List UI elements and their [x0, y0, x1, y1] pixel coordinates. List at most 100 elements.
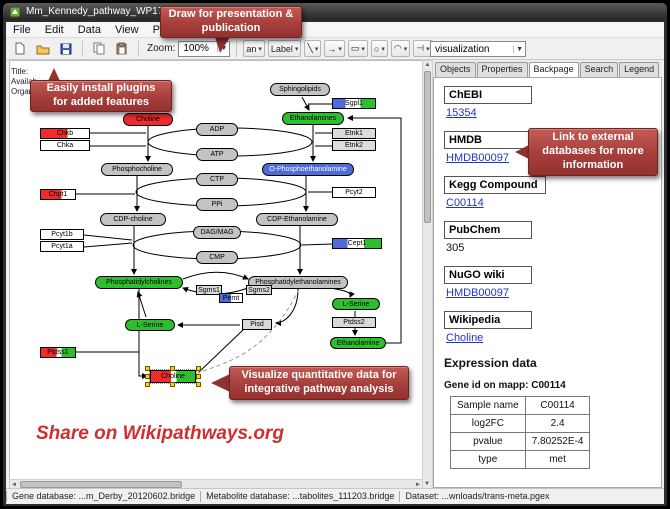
- tab-search[interactable]: Search: [579, 62, 619, 77]
- open-button[interactable]: [33, 39, 53, 58]
- selection-handle[interactable]: [196, 366, 201, 371]
- pathway-node-ptdss1[interactable]: Ptdss1: [40, 347, 76, 358]
- pathway-node-pcyt1b[interactable]: Pcyt1b: [40, 229, 84, 240]
- pathway-node-cdp-ethanolamine[interactable]: CDP-Ethanolamine: [256, 213, 338, 226]
- share-on-wikipathways-text: Share on Wikipathways.org: [36, 423, 284, 444]
- selection-handle[interactable]: [196, 373, 201, 379]
- pathway-title-label: Title:: [11, 67, 29, 76]
- chevron-down-icon: ▼: [513, 45, 523, 53]
- status-bar: Gene database: ...m_Derby_20120602.bridg…: [6, 488, 664, 504]
- pathway-node-pcyt2[interactable]: Pcyt2: [332, 187, 376, 198]
- arrow-tool[interactable]: →▾: [324, 40, 345, 57]
- expression-data-title: Expression data: [444, 356, 537, 370]
- pathway-node-ppi[interactable]: PPi: [196, 198, 238, 211]
- pathway-node-sgms1[interactable]: Sgms1: [196, 285, 222, 295]
- pathway-node-phosphatidylethanolamines[interactable]: Phosphatidylethanolamines: [248, 276, 348, 289]
- pathway-node-dag-mag[interactable]: DAG/MAG: [193, 226, 241, 239]
- database-header-wikipedia: Wikipedia: [444, 311, 532, 329]
- pathway-node-pisd[interactable]: Pisd: [242, 319, 272, 330]
- scroll-up-icon[interactable]: ▲: [424, 62, 431, 68]
- pathway-node-o-phosphoethanolamine[interactable]: O-Phosphoethanolamine: [262, 163, 354, 176]
- selection-handle[interactable]: [196, 382, 201, 387]
- label-tool[interactable]: Label▾: [267, 40, 302, 57]
- database-header-hmdb: HMDB: [444, 131, 532, 149]
- selection-handle[interactable]: [145, 373, 150, 379]
- selection-handle[interactable]: [145, 382, 150, 387]
- database-link[interactable]: 15354: [446, 107, 477, 119]
- pathway-node-chka[interactable]: Chka: [40, 140, 90, 151]
- pathway-node-ctp[interactable]: CTP: [196, 173, 238, 186]
- tab-backpage[interactable]: Backpage: [528, 62, 579, 77]
- visualization-value: visualization: [435, 43, 490, 55]
- inhibition-tool[interactable]: ⊣▾: [413, 40, 433, 57]
- ellipse-tool[interactable]: ○▾: [370, 40, 388, 57]
- chevron-down-icon: ▾: [314, 45, 319, 53]
- scrollbar-thumb[interactable]: [424, 71, 431, 223]
- pathway-node-etnk1[interactable]: Etnk1: [332, 128, 376, 139]
- tab-legend[interactable]: Legend: [619, 62, 660, 77]
- tab-objects[interactable]: Objects: [435, 62, 476, 77]
- chevron-down-icon: ▾: [403, 45, 408, 53]
- rectangle-tool[interactable]: ▭▾: [347, 40, 368, 57]
- callout-visualize: Visualize quantitative data for integrat…: [229, 366, 409, 400]
- pathway-node-choline[interactable]: Choline: [123, 113, 173, 126]
- tab-properties[interactable]: Properties: [476, 62, 528, 77]
- arc-tool[interactable]: ◠▾: [390, 40, 411, 57]
- new-button[interactable]: [10, 39, 30, 58]
- database-link[interactable]: HMDB00097: [446, 287, 509, 299]
- chevron-down-icon: ▾: [381, 45, 385, 53]
- pathway-node-pcyt1a[interactable]: Pcyt1a: [40, 241, 84, 252]
- pathway-node-choline[interactable]: Choline: [145, 366, 201, 387]
- toolbar: Zoom: 100% ▼ an▾Label▾╲▾→▾▭▾○▾◠▾⊣▾ visua…: [6, 38, 664, 60]
- menu-file[interactable]: File: [13, 23, 31, 36]
- pathway-node-etnk2[interactable]: Etnk2: [332, 140, 376, 151]
- title-bar[interactable]: Mm_Kennedy_pathway_WP1771_45176.gpml: [3, 3, 667, 20]
- selection-handle[interactable]: [170, 382, 175, 387]
- database-link[interactable]: HMDB00097: [446, 152, 509, 164]
- callout-draw-pointer: [215, 37, 230, 53]
- callout-visualize-text: Visualize quantitative data for integrat…: [241, 369, 397, 395]
- pathway-node-ethanolamines[interactable]: Ethanolamines: [282, 112, 344, 125]
- menu-data[interactable]: Data: [77, 23, 101, 36]
- pathway-node-chpt1[interactable]: Chpt1: [40, 189, 76, 200]
- pathway-node-l-serine[interactable]: L-Serine: [125, 319, 175, 331]
- pathway-node-atp[interactable]: ATP: [196, 148, 238, 161]
- scroll-right-icon[interactable]: ►: [415, 482, 421, 488]
- pathway-node-pemt[interactable]: Pemt: [219, 293, 243, 303]
- paste-button[interactable]: [112, 39, 132, 58]
- line-tool[interactable]: ╲▾: [304, 40, 322, 57]
- menu-view[interactable]: View: [114, 23, 139, 36]
- pathway-node-phosphatidylcholines[interactable]: Phosphatidylcholines: [95, 276, 183, 289]
- visualization-combobox[interactable]: visualization ▼: [430, 41, 526, 57]
- pathway-canvas[interactable]: Title: Availability: Organism: Sphingoli…: [9, 60, 423, 480]
- pathway-availability-label: Availability:: [11, 77, 37, 86]
- database-header-kegg-compound: Kegg Compound: [444, 176, 546, 194]
- pathway-node-sgms2[interactable]: Sgms2: [246, 285, 272, 295]
- pathway-node-phosphocholine[interactable]: Phosphocholine: [101, 163, 173, 176]
- pathway-node-cmp[interactable]: CMP: [196, 251, 238, 264]
- database-link[interactable]: Choline: [446, 332, 484, 344]
- canvas-vertical-scrollbar[interactable]: ▲ ▼: [422, 60, 433, 489]
- pathway-node-cdp-choline[interactable]: CDP-choline: [100, 213, 166, 226]
- selection-handle[interactable]: [145, 366, 150, 371]
- pathway-node-ptdss2[interactable]: Ptdss2: [332, 317, 376, 328]
- pathway-node-sgpl1[interactable]: Sgpl1: [332, 98, 376, 109]
- database-link[interactable]: C00114: [446, 197, 484, 209]
- scrollbar-thumb[interactable]: [20, 481, 182, 488]
- callout-draw: Draw for presentation & publication: [160, 6, 302, 38]
- copy-button[interactable]: [89, 39, 109, 58]
- pathway-node-chkb[interactable]: Chkb: [40, 128, 90, 139]
- menu-edit[interactable]: Edit: [44, 23, 64, 36]
- scroll-down-icon[interactable]: ▼: [424, 481, 430, 487]
- pathway-node-ethanolamine[interactable]: Ethanolamine: [330, 337, 386, 349]
- datanode-tool[interactable]: an▾: [243, 40, 265, 57]
- pathway-node-adp[interactable]: ADP: [196, 123, 238, 136]
- pathway-node-cept1[interactable]: Cept1: [332, 238, 382, 249]
- save-button[interactable]: [56, 39, 76, 58]
- pathway-node-sphingolipids[interactable]: Sphingolipids: [270, 83, 330, 96]
- pathway-node-l-serine[interactable]: L-Serine: [332, 298, 380, 310]
- scroll-left-icon[interactable]: ◄: [11, 482, 17, 488]
- selection-handle[interactable]: [170, 366, 175, 371]
